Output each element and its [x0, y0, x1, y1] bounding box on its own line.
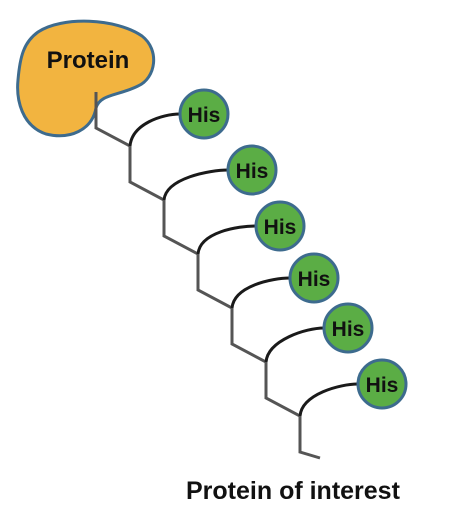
his-label: His — [298, 268, 331, 291]
his-circle — [254, 200, 306, 252]
his-label: His — [366, 374, 399, 397]
his-circle — [226, 144, 278, 196]
branch-arc — [128, 112, 181, 147]
his-circle — [178, 88, 230, 140]
branch-arc — [196, 224, 257, 255]
his-circle — [356, 358, 408, 410]
his-label: His — [332, 318, 365, 341]
his-circle — [288, 252, 340, 304]
protein-label: Protein — [47, 47, 130, 74]
caption-protein-of-interest: Protein of interest — [186, 477, 400, 505]
branch-arc — [264, 326, 325, 363]
branch-arc — [162, 168, 229, 201]
his-label: His — [188, 104, 221, 127]
branch-arc — [230, 276, 291, 309]
his-label: His — [264, 216, 297, 239]
his-label: His — [236, 160, 269, 183]
branch-arc — [298, 382, 359, 417]
his-circle — [322, 302, 374, 354]
protein-shape — [16, 19, 156, 138]
branch-arcs — [128, 112, 359, 417]
backbone-chain — [94, 92, 321, 460]
